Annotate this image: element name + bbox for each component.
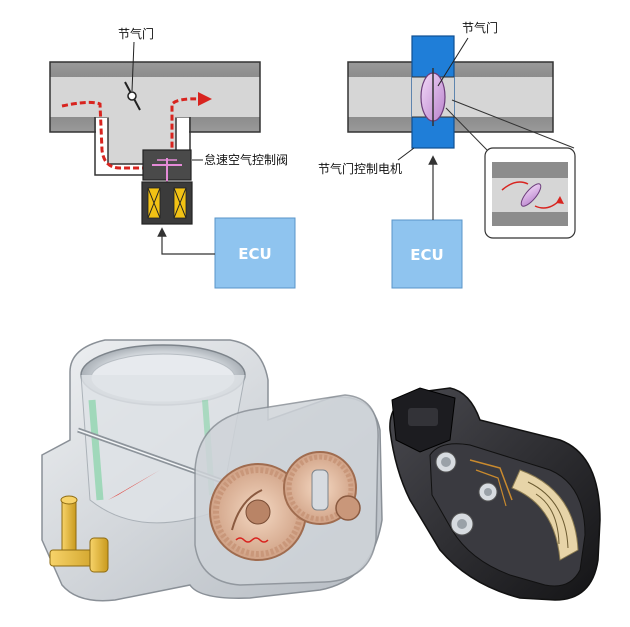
butterfly-valve-icon [124,81,141,111]
left-ecu-box [214,217,296,289]
left-throttle-label: 节气门 [118,26,154,41]
throttle-plate [108,470,160,500]
sensor-arc [511,469,579,561]
solenoid-coil-icon [141,149,193,225]
right-diagram-electronic-throttle: 节气门 节气门控制电机 ECU [318,20,576,289]
left-diagram-idle-air-control: 节气门 怠速空气控制阀 ECU [49,26,296,289]
idle-valve-label: 怠速空气控制阀 [204,152,288,167]
mounting-post [478,482,498,502]
air-flow-arrow [61,97,201,170]
right-throttle-label: 节气门 [462,20,498,35]
right-throttle-leader-line [437,37,469,87]
intake-pipe-bore [50,77,260,117]
left-ecu-label: ECU [238,245,271,263]
air-flow-arrowhead [198,92,212,106]
throttle-leader-line [131,41,135,92]
return-spring [235,537,269,543]
brass-fitting [49,495,109,573]
small-gear [335,495,361,521]
throttle-body-cutaway [41,339,383,602]
sensor-cavity [429,443,586,587]
motor-label: 节气门控制电机 [318,161,402,176]
sensor-circuit-track [469,459,513,501]
throttle-position-sensor-module [389,387,601,601]
right-ecu-box [391,219,463,289]
mounting-post [450,512,474,536]
mounting-post [435,451,457,473]
left-ecu-signal-line [157,227,215,255]
motor-leader-line [397,147,415,161]
right-ecu-label: ECU [410,246,443,264]
zoom-callout-icon [445,99,576,239]
